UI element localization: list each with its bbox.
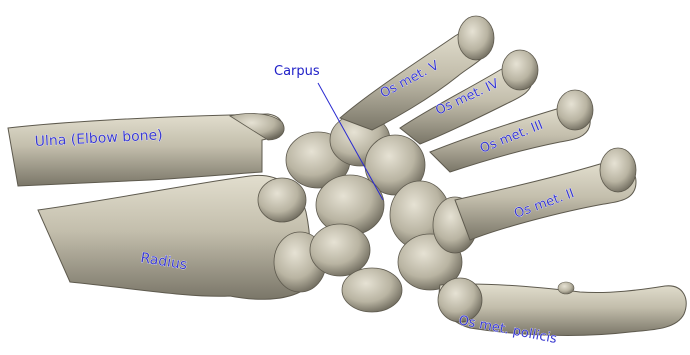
radius-bone [38,175,326,299]
label-carpus: Carpus [274,64,320,79]
ulna-bone [8,114,284,186]
